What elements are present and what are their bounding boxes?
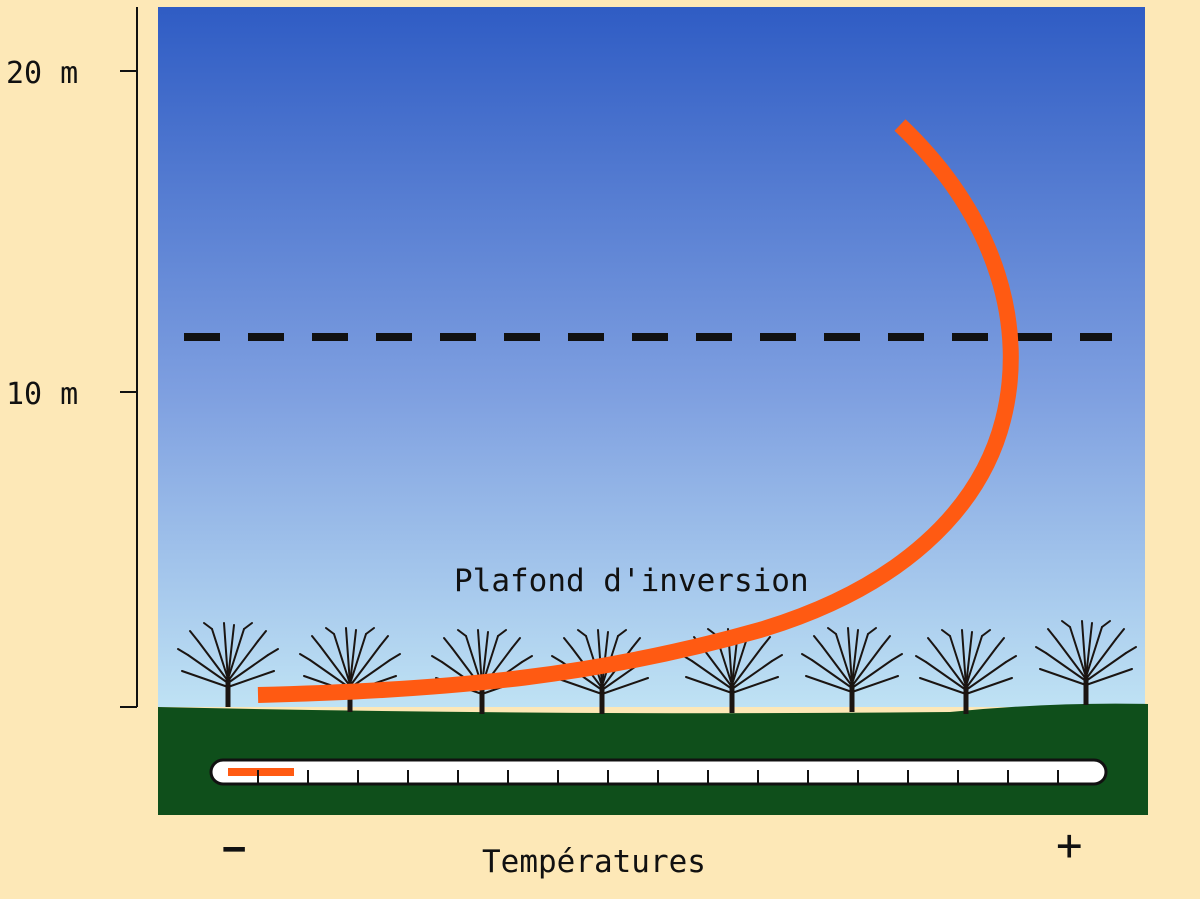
thermometer-fill xyxy=(228,768,294,776)
x-max-symbol: + xyxy=(1056,820,1083,871)
x-axis-label: Températures xyxy=(482,844,706,880)
sky-panel xyxy=(158,7,1145,707)
y-tick-label-10: 10 m xyxy=(6,377,78,412)
thermometer-icon xyxy=(209,758,1108,786)
x-min-symbol: − xyxy=(222,826,246,872)
y-tick-label-20: 20 m xyxy=(6,56,78,91)
inversion-ceiling-label: Plafond d'inversion xyxy=(454,563,809,599)
y-axis xyxy=(120,7,138,708)
temperature-profile-curve xyxy=(257,119,1019,703)
